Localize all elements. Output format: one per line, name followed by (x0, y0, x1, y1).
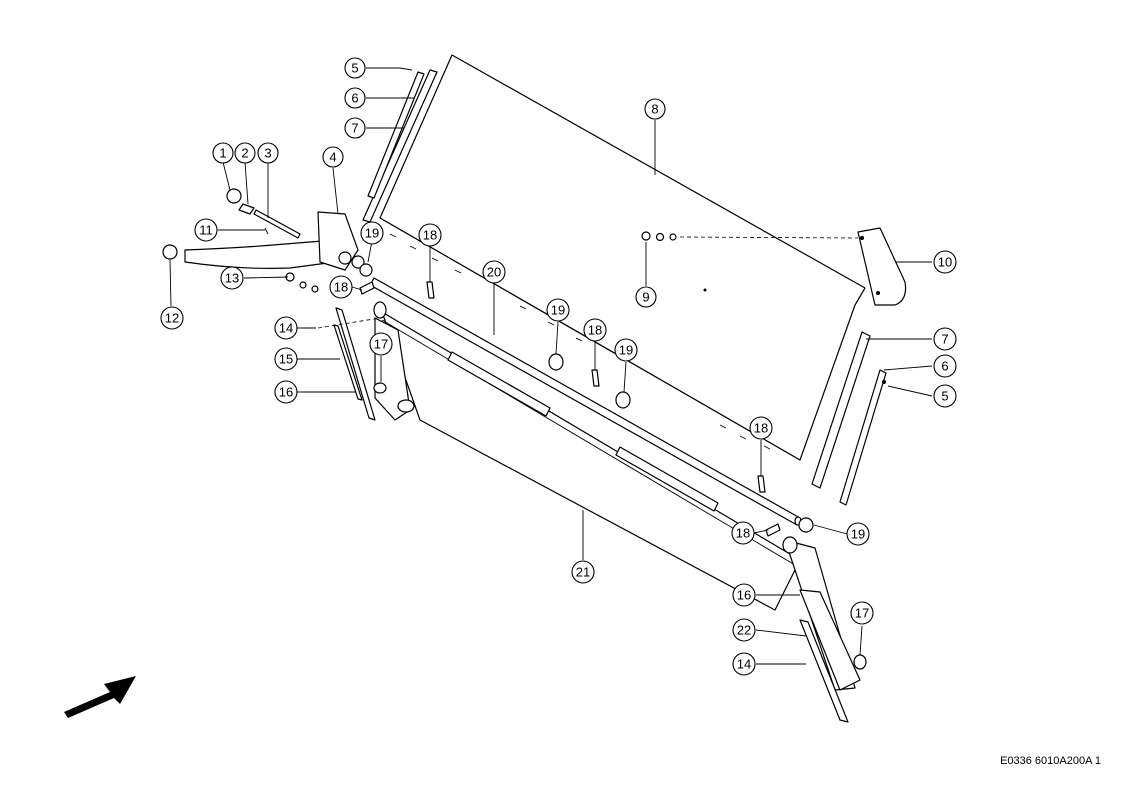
svg-text:5: 5 (941, 389, 948, 404)
svg-text:20: 20 (487, 265, 501, 280)
svg-text:18: 18 (423, 228, 437, 243)
svg-text:6: 6 (351, 91, 358, 106)
callout-14-left: 14 (274, 316, 298, 340)
right-rails (811, 331, 887, 506)
svg-text:7: 7 (351, 121, 358, 136)
callout-20: 20 (482, 260, 506, 284)
svg-text:22: 22 (737, 623, 751, 638)
callout-18-c: 18 (583, 318, 607, 342)
svg-text:8: 8 (651, 102, 658, 117)
svg-text:11: 11 (199, 223, 213, 238)
svg-text:13: 13 (225, 271, 239, 286)
callout-13: 13 (220, 266, 244, 290)
svg-text:10: 10 (938, 255, 952, 270)
callout-12: 12 (160, 306, 184, 330)
callout-18-d: 18 (749, 416, 773, 440)
pins (359, 281, 781, 537)
svg-text:2: 2 (241, 146, 248, 161)
callout-17-left: 17 (369, 332, 393, 356)
callout-19-c: 19 (614, 338, 638, 362)
callout-15: 15 (274, 347, 298, 371)
callout-19-b: 19 (546, 298, 570, 322)
svg-text:16: 16 (279, 385, 293, 400)
svg-text:19: 19 (619, 343, 633, 358)
callout-22: 22 (732, 618, 756, 642)
svg-text:1: 1 (219, 146, 226, 161)
callout-11: 11 (194, 218, 218, 242)
callout-7-top: 7 (344, 117, 366, 139)
callout-14-right: 14 (732, 652, 756, 676)
svg-text:18: 18 (334, 280, 348, 295)
svg-text:7: 7 (941, 332, 948, 347)
drawing-code: E0336 6010A200A 1 (1000, 755, 1101, 767)
svg-text:17: 17 (374, 337, 388, 352)
callout-6-right: 6 (933, 354, 957, 378)
svg-text:18: 18 (736, 526, 750, 541)
svg-text:18: 18 (588, 323, 602, 338)
svg-text:19: 19 (851, 527, 865, 542)
washers-13 (285, 272, 319, 293)
svg-text:14: 14 (279, 321, 293, 336)
roller-tubes (447, 351, 719, 512)
svg-text:12: 12 (165, 311, 179, 326)
callout-18-e: 18 (731, 521, 755, 545)
svg-text:19: 19 (551, 303, 565, 318)
svg-text:5: 5 (351, 61, 358, 76)
callout-18-b: 18 (329, 275, 353, 299)
left-side-plates (333, 301, 415, 421)
right-lower-bracket (782, 536, 867, 723)
callout-8: 8 (644, 98, 666, 120)
svg-text:6: 6 (941, 359, 948, 374)
handle-assembly (162, 188, 365, 271)
fastener-set-9 (641, 231, 677, 242)
bushing-19a (359, 263, 373, 277)
callout-1: 1 (212, 142, 234, 164)
callout-16-left: 16 (274, 380, 298, 404)
svg-text:21: 21 (576, 565, 590, 580)
right-bracket (857, 227, 907, 306)
callout-21: 21 (571, 560, 595, 584)
callout-10: 10 (933, 250, 957, 274)
callout-4: 4 (322, 146, 344, 168)
callout-7-right: 7 (933, 327, 957, 351)
svg-text:14: 14 (737, 657, 751, 672)
callout-6-top: 6 (344, 87, 366, 109)
callout-9: 9 (635, 286, 657, 308)
bushings (548, 353, 814, 533)
callout-5-right: 5 (933, 384, 957, 408)
leader-lines (169, 67, 933, 665)
callout-18-a: 18 (418, 223, 442, 247)
callout-17-right: 17 (850, 601, 874, 625)
svg-text:15: 15 (279, 352, 293, 367)
direction-arrow-icon (64, 676, 136, 718)
svg-text:3: 3 (264, 146, 271, 161)
svg-text:18: 18 (754, 421, 768, 436)
svg-text:4: 4 (329, 150, 336, 165)
callout-19-a: 19 (360, 221, 384, 245)
svg-text:19: 19 (365, 226, 379, 241)
svg-text:16: 16 (737, 588, 751, 603)
callout-2: 2 (234, 142, 256, 164)
left-rails (362, 67, 438, 223)
callout-3: 3 (257, 142, 279, 164)
callout-19-d: 19 (846, 522, 870, 546)
svg-text:9: 9 (642, 290, 649, 305)
callout-5-top: 5 (344, 57, 366, 79)
callout-16-right: 16 (732, 583, 756, 607)
svg-text:17: 17 (855, 606, 869, 621)
